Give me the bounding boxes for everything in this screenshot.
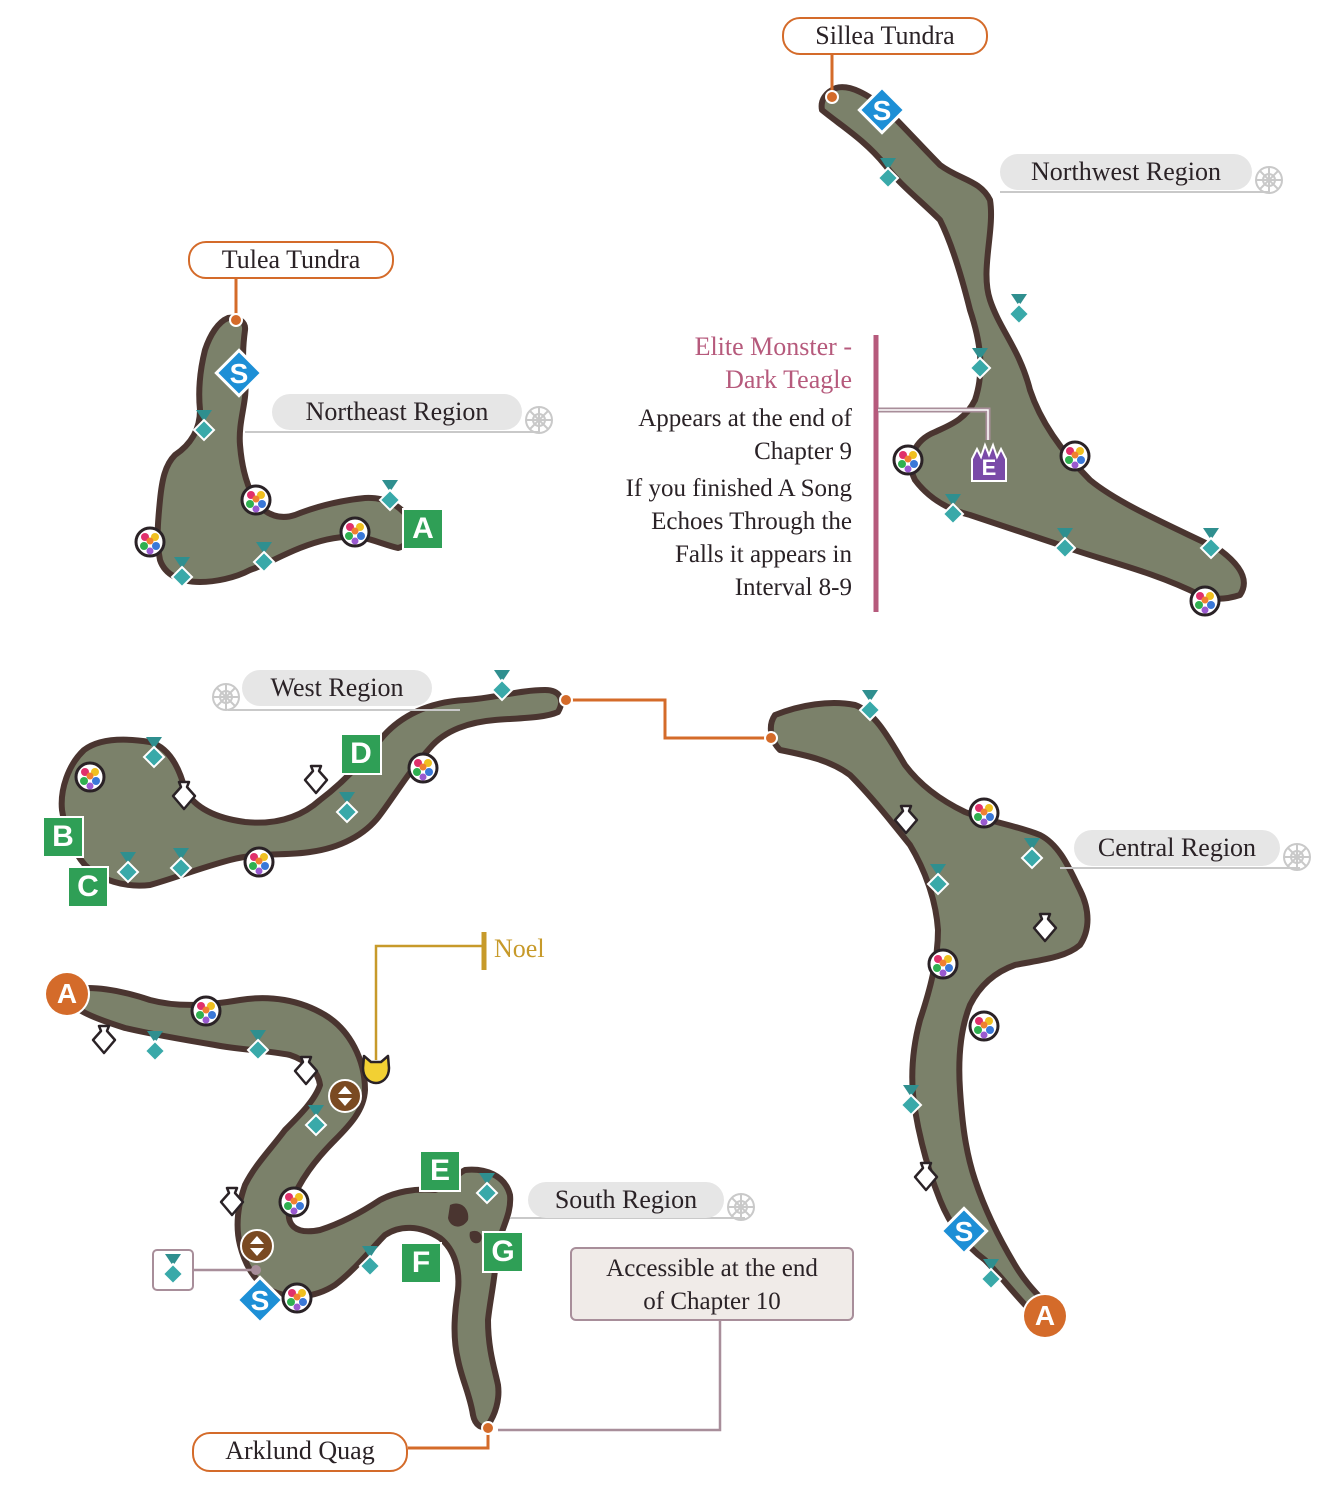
west-region-land xyxy=(58,687,565,889)
color-orb-icon xyxy=(190,995,222,1027)
gear-icon xyxy=(525,406,553,434)
elite-title-line: Dark Teagle xyxy=(725,365,852,394)
color-orb-icon xyxy=(1189,585,1221,617)
color-orb-icon xyxy=(968,1010,1000,1042)
save-point-diamond-icon: S xyxy=(939,1206,989,1256)
exit-marker-d[interactable]: D xyxy=(342,735,380,773)
color-orb-icon xyxy=(927,948,959,980)
elevator-icon xyxy=(328,1079,362,1113)
access-note-line: Accessible at the end xyxy=(606,1255,818,1282)
svg-text:S: S xyxy=(251,1285,270,1316)
elite-body-line: Echoes Through the xyxy=(651,508,852,535)
color-orb-icon xyxy=(240,484,272,516)
elite-body-line: Interval 8-9 xyxy=(734,574,852,601)
arklund-connector xyxy=(408,1430,490,1450)
region-label-south: South Region xyxy=(528,1182,724,1218)
gear-icon xyxy=(1255,166,1283,194)
color-orb-icon xyxy=(1059,440,1091,472)
save-point-diamond-icon: S xyxy=(214,348,264,398)
svg-text:S: S xyxy=(230,358,249,389)
elite-body-line: Chapter 9 xyxy=(754,438,852,465)
color-orb-icon xyxy=(892,444,924,476)
gear-icon xyxy=(1283,843,1311,871)
treasure-pot-icon xyxy=(303,764,329,795)
npc-label-noel[interactable]: Noel xyxy=(494,934,545,963)
color-orb-icon xyxy=(968,797,1000,829)
svg-text:S: S xyxy=(873,95,892,126)
color-orb-icon xyxy=(134,526,166,558)
elite-monster-icon: E xyxy=(971,442,1007,482)
west-central-connector xyxy=(566,698,771,740)
access-note-line: of Chapter 10 xyxy=(643,1288,781,1315)
gathering-point-icon xyxy=(1008,293,1030,325)
color-orb-icon xyxy=(243,846,275,878)
color-orb-icon xyxy=(281,1282,313,1314)
region-label-northwest: Northwest Region xyxy=(1000,154,1252,190)
save-point-diamond-icon: S xyxy=(857,85,907,135)
northeast-region-land xyxy=(154,314,415,585)
cat-npc-icon xyxy=(361,1054,391,1085)
access-note-box: Accessible at the end of Chapter 10 xyxy=(570,1247,854,1321)
central-region-land xyxy=(767,700,1091,1317)
elite-body-line: If you finished A Song xyxy=(625,475,852,502)
noel-callout-line xyxy=(374,944,484,1060)
northwest-region-land xyxy=(818,84,1247,602)
elite-monster-title: Elite Monster - Dark Teagle xyxy=(590,330,852,396)
exit-marker-c[interactable]: C xyxy=(69,868,107,906)
gear-icon xyxy=(212,683,240,711)
area-label-sillea-tundra[interactable]: Sillea Tundra xyxy=(782,17,988,55)
color-orb-icon xyxy=(407,752,439,784)
note-callout-line xyxy=(498,1320,722,1432)
region-label-central: Central Region xyxy=(1074,830,1280,866)
color-orb-icon xyxy=(278,1186,310,1218)
elite-body-line: Appears at the end of xyxy=(638,405,852,432)
exit-marker-e[interactable]: E xyxy=(421,1152,459,1190)
elite-title-line: Elite Monster - xyxy=(694,332,852,361)
connection-marker-a-south[interactable]: A xyxy=(46,973,88,1015)
area-label-tulea-tundra[interactable]: Tulea Tundra xyxy=(188,241,394,279)
treasure-pot-icon xyxy=(91,1024,117,1055)
svg-text:E: E xyxy=(982,455,997,480)
exit-marker-a[interactable]: A xyxy=(404,510,442,548)
exit-marker-g[interactable]: G xyxy=(484,1233,522,1271)
connection-marker-a-central[interactable]: A xyxy=(1024,1295,1066,1337)
color-orb-icon xyxy=(339,516,371,548)
exit-marker-b[interactable]: B xyxy=(44,818,82,856)
elevator-icon xyxy=(240,1229,274,1263)
save-point-diamond-icon: S xyxy=(235,1275,285,1325)
area-label-arklund-quag[interactable]: Arklund Quag xyxy=(192,1432,408,1472)
region-label-northeast: Northeast Region xyxy=(272,394,522,430)
color-orb-icon xyxy=(74,761,106,793)
svg-text:S: S xyxy=(955,1216,974,1247)
elite-monster-description: Appears at the end of Chapter 9 If you f… xyxy=(560,402,852,604)
gear-icon xyxy=(727,1193,755,1221)
elite-body-line: Falls it appears in xyxy=(674,541,852,568)
exit-marker-f[interactable]: F xyxy=(402,1244,440,1282)
region-label-west: West Region xyxy=(242,670,432,706)
south-region-land xyxy=(67,985,514,1430)
